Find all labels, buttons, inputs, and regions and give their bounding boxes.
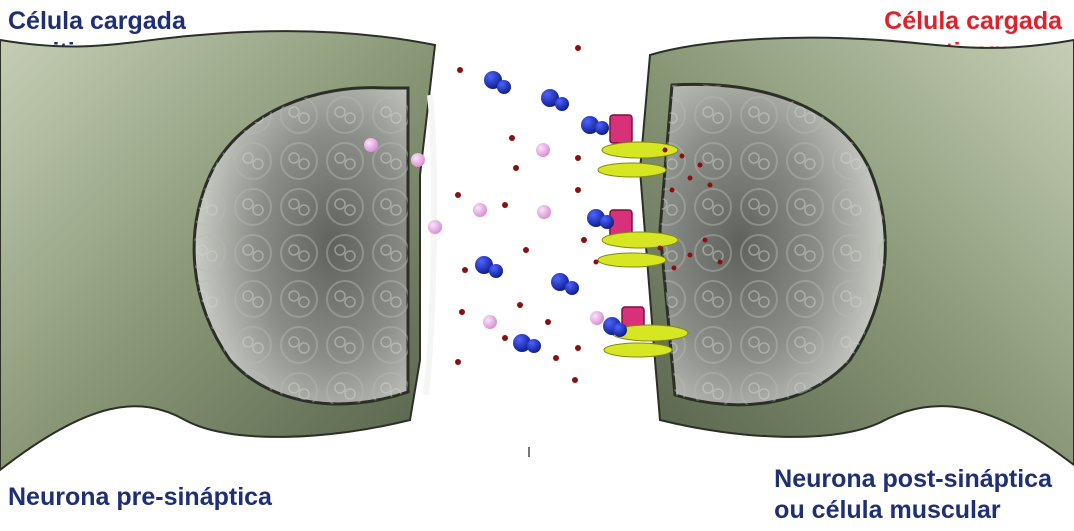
ion <box>575 45 581 51</box>
ion <box>553 355 559 361</box>
ion <box>502 335 508 341</box>
tick-mark <box>528 447 530 457</box>
ion <box>575 155 581 161</box>
vesicle <box>473 203 487 217</box>
postsynaptic-terminal <box>640 38 1074 465</box>
ion <box>688 176 693 181</box>
ion <box>462 267 468 273</box>
ion <box>672 266 677 271</box>
ion <box>658 246 663 251</box>
ion <box>455 192 461 198</box>
ion <box>459 309 465 315</box>
neurotransmitter-molecule <box>551 273 579 295</box>
ion <box>457 67 463 73</box>
ion <box>680 154 685 159</box>
ion <box>523 247 529 253</box>
ion <box>572 377 578 383</box>
ion <box>575 187 581 193</box>
vesicle <box>411 153 425 167</box>
vesicle <box>428 220 442 234</box>
neurotransmitter-molecule <box>513 334 541 353</box>
presynaptic-terminal <box>0 31 435 470</box>
ion <box>502 202 508 208</box>
ion <box>581 237 587 243</box>
neurotransmitter-molecule <box>475 256 503 278</box>
neurotransmitter-molecule <box>484 71 511 94</box>
ion <box>545 319 551 325</box>
vesicle <box>536 143 550 157</box>
vesicle <box>590 311 604 325</box>
ion <box>708 183 713 188</box>
ion <box>513 165 519 171</box>
ion <box>575 345 581 351</box>
ion <box>698 163 703 168</box>
vesicle <box>537 205 551 219</box>
vesicle <box>364 138 378 152</box>
vesicle <box>483 315 497 329</box>
neurotransmitter-molecule <box>541 89 569 111</box>
ion <box>670 188 675 193</box>
ion <box>594 260 599 265</box>
ion <box>718 260 723 265</box>
ion <box>509 135 515 141</box>
ion <box>688 253 693 258</box>
ion <box>517 302 523 308</box>
ion <box>703 238 708 243</box>
ion <box>663 148 668 153</box>
ion <box>455 359 461 365</box>
neurotransmitter-molecule <box>581 116 609 135</box>
